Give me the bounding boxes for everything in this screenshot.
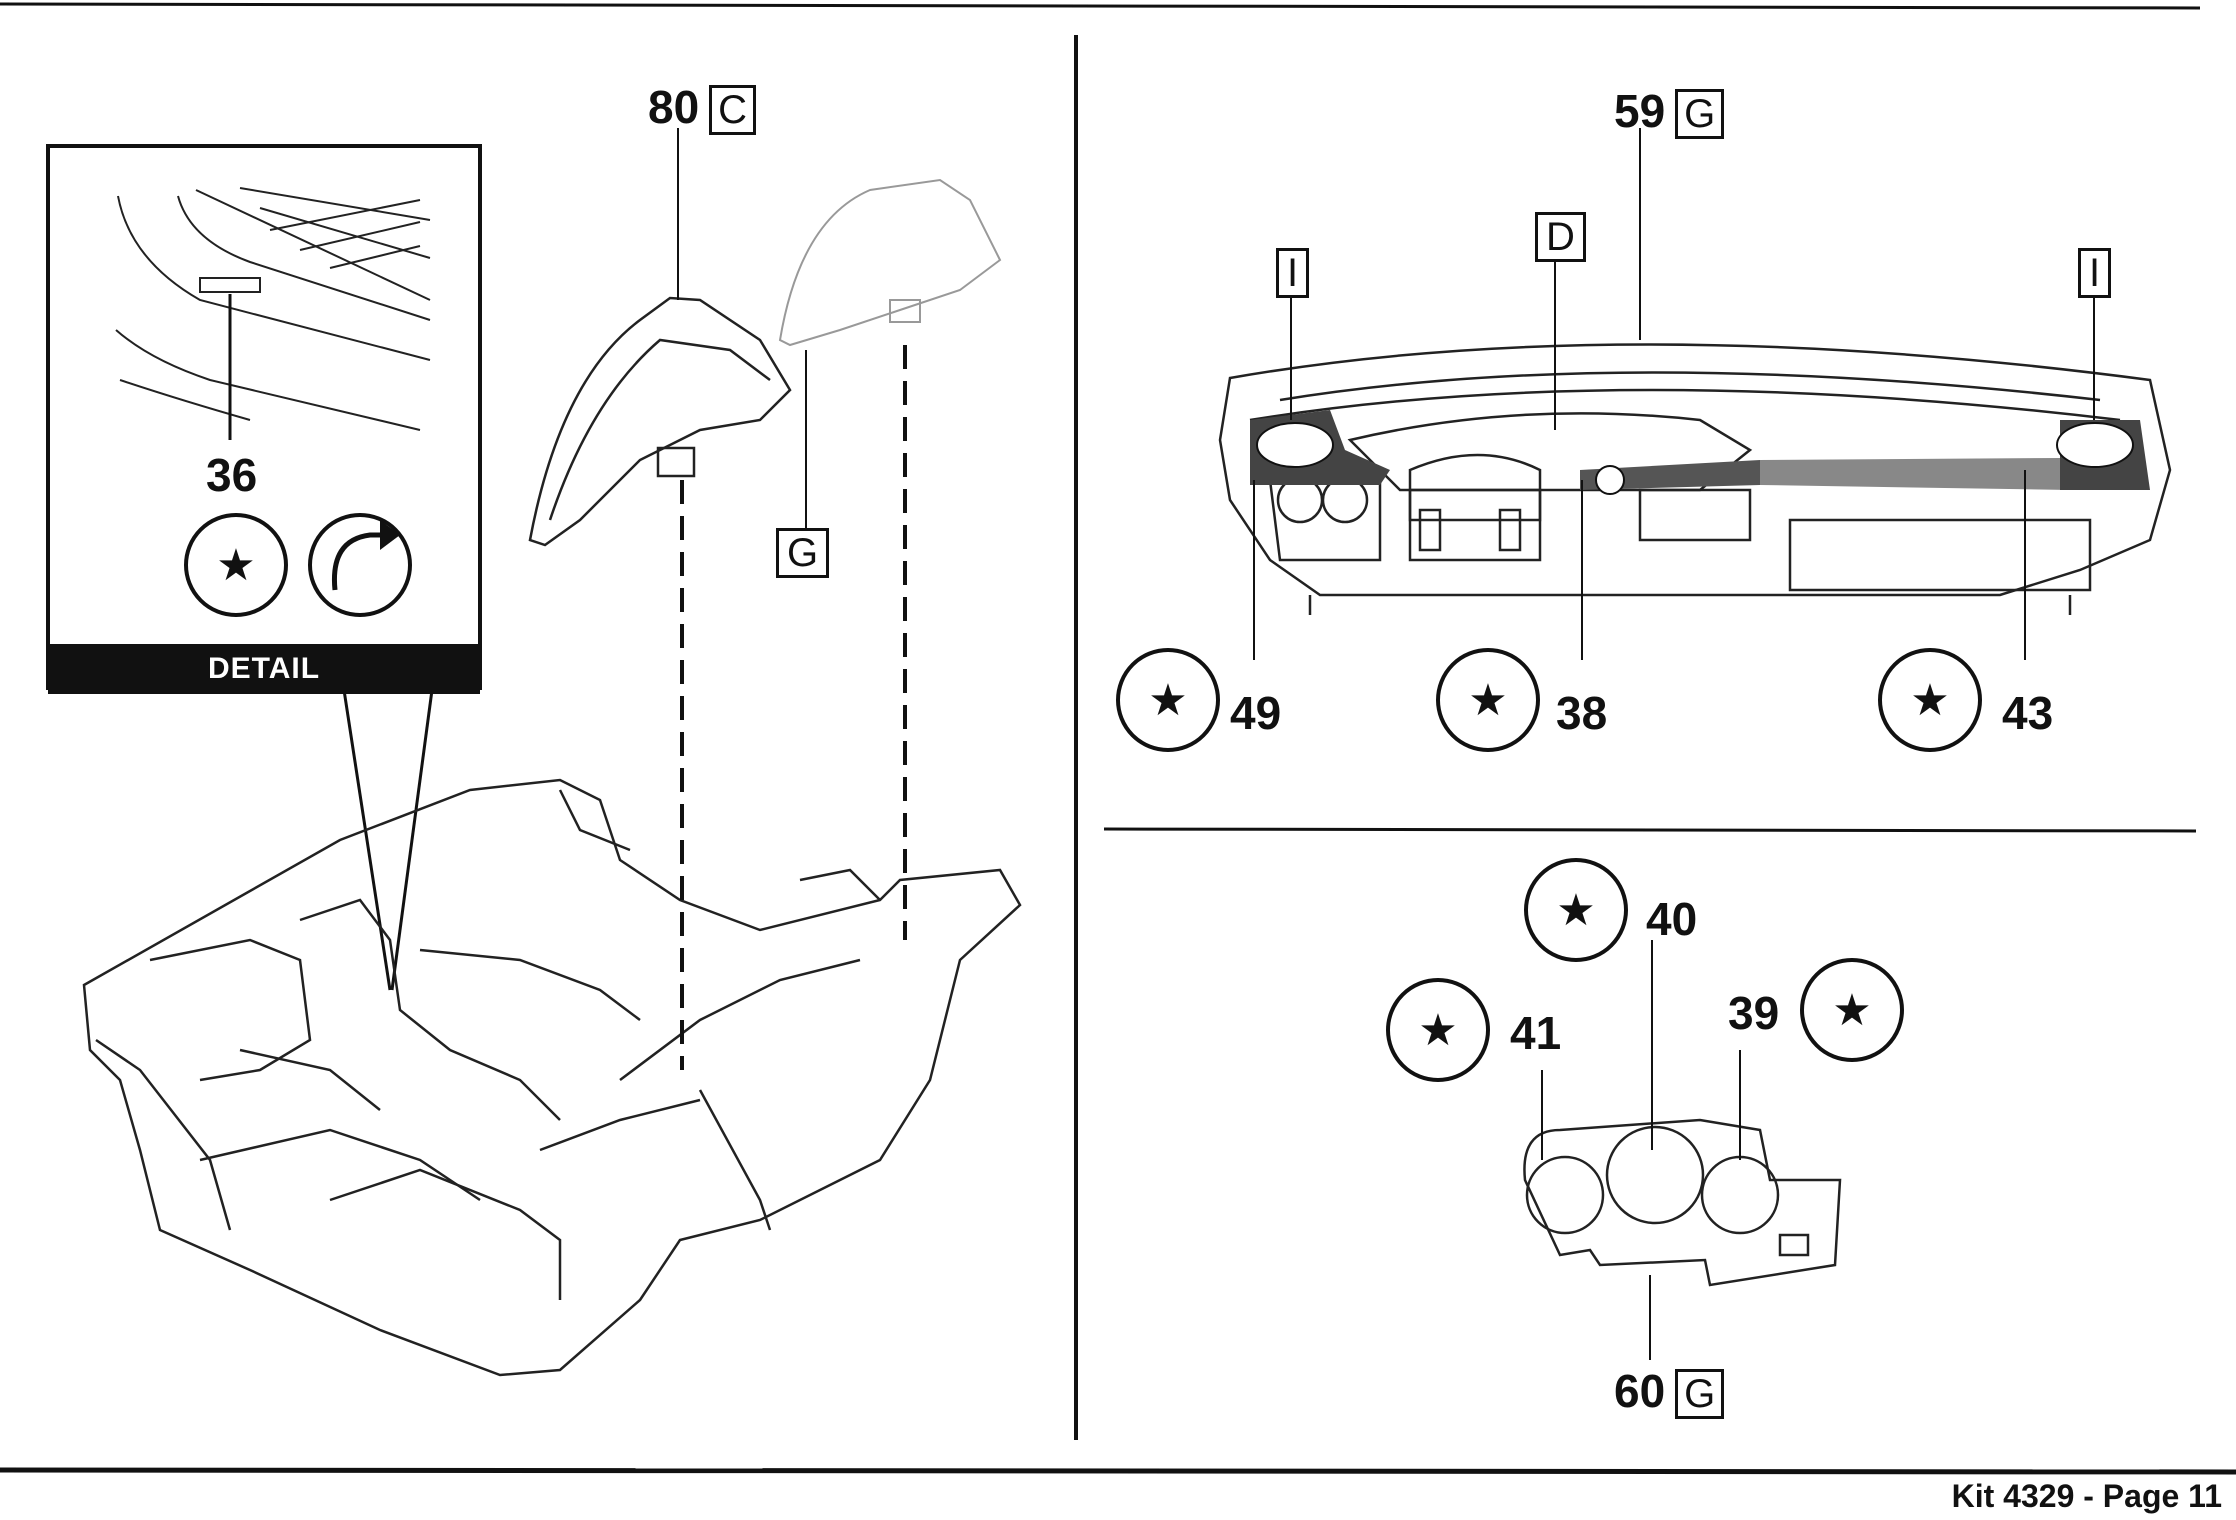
- part-number-80: 80: [648, 81, 700, 133]
- detail-label: DETAIL: [48, 644, 480, 694]
- gauge-cluster-part: [1523, 1118, 1842, 1287]
- tag-i-right: I: [2078, 248, 2112, 298]
- tag-i-left: I: [1276, 248, 1310, 298]
- vent-decal-areas: [1250, 410, 2150, 495]
- dashboard-part: [1218, 343, 2172, 615]
- decal-number-39: 39: [1728, 987, 1780, 1039]
- seat-back-80: [528, 296, 792, 547]
- decal-application-icon: [184, 513, 1982, 1082]
- top-rule: [0, 2, 2201, 10]
- part-number-36: 36: [206, 449, 258, 501]
- decal-number-40: 40: [1646, 893, 1698, 945]
- part-number-60: 60: [1614, 1365, 1666, 1417]
- decal-number-38: 38: [1556, 687, 1608, 739]
- seat-back-g: [778, 178, 1002, 347]
- turn-over-icon: [308, 513, 412, 617]
- decal-number-43: 43: [2002, 687, 2054, 739]
- svg-text:★: ★: [1468, 675, 1507, 726]
- tag-d: D: [1535, 212, 1586, 262]
- sprue-tag-g-left: G: [776, 528, 830, 578]
- page-footer: Kit 4329 - Page 11: [1951, 1478, 2222, 1514]
- bottom-rule: [0, 1467, 2236, 1475]
- sprue-tag-c: C: [709, 85, 757, 135]
- part-number-59: 59: [1614, 85, 1666, 137]
- interior-tub: [82, 778, 1022, 1377]
- decal-number-49: 49: [1230, 687, 1282, 739]
- svg-text:★: ★: [1832, 985, 1871, 1036]
- svg-text:★: ★: [1910, 675, 1949, 726]
- decal-number-41: 41: [1510, 1007, 1562, 1059]
- svg-text:★: ★: [1418, 1005, 1457, 1056]
- horizontal-divider: [1103, 827, 2197, 833]
- sprue-tag-g-60: G: [1675, 1369, 1725, 1419]
- svg-text:★: ★: [216, 540, 255, 591]
- svg-text:★: ★: [1148, 675, 1187, 726]
- sprue-tag-g-59: G: [1675, 89, 1725, 139]
- svg-text:★: ★: [1556, 885, 1595, 936]
